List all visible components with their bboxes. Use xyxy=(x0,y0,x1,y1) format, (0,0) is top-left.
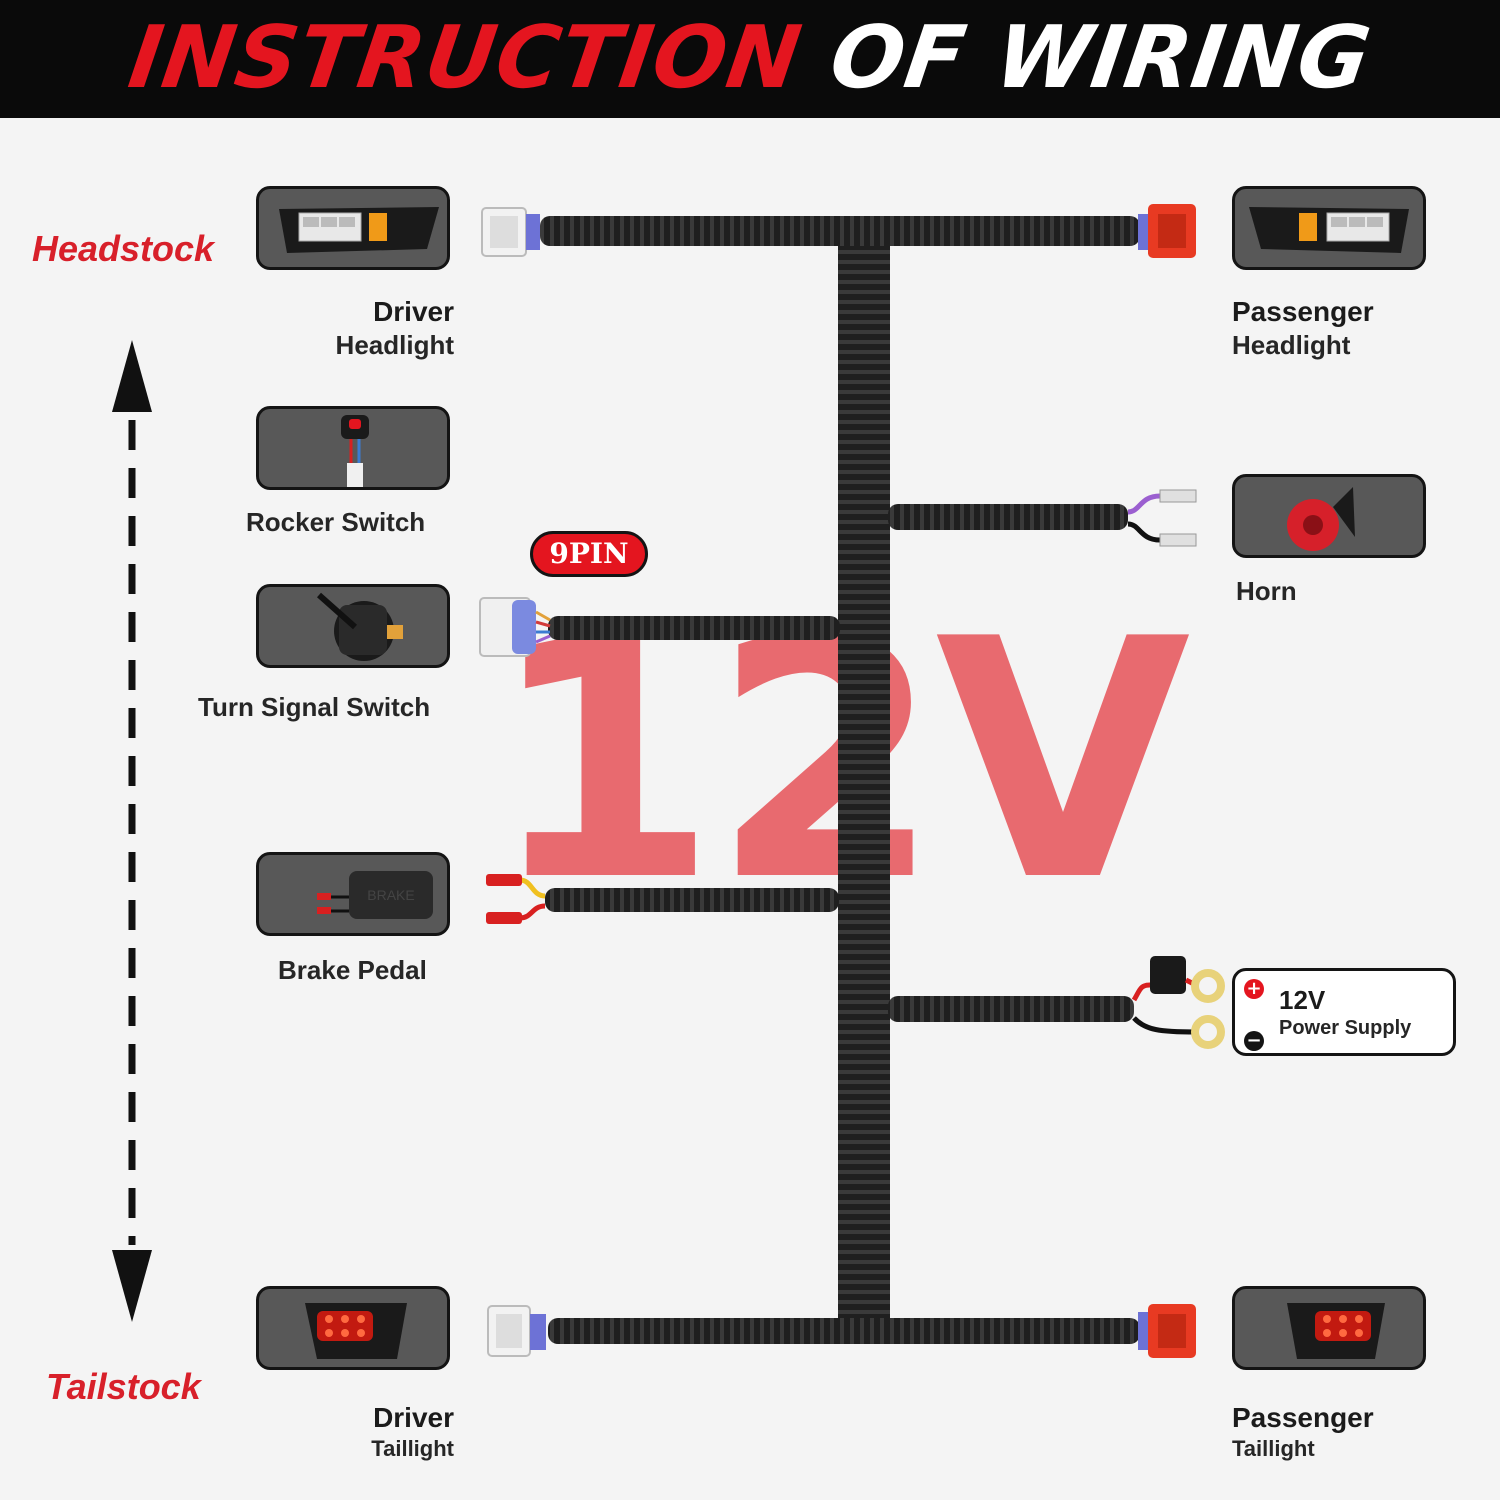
direction-arrow xyxy=(112,340,152,1322)
turn-signal-switch-label: Turn Signal Switch xyxy=(198,692,431,722)
white-connector-icon xyxy=(481,207,540,257)
power-branch xyxy=(888,996,1134,1022)
taillight-branch xyxy=(548,1318,1140,1344)
headlight-icon xyxy=(279,207,439,253)
turn-signal-switch-icon xyxy=(317,592,403,661)
white-connector-icon xyxy=(487,1305,546,1357)
passenger-taillight-box xyxy=(1232,1286,1426,1370)
plus-icon: + xyxy=(1244,979,1264,999)
headlight-icon xyxy=(1249,207,1409,253)
taillight-icon xyxy=(1287,1303,1385,1359)
driver-headlight-title: Driver xyxy=(373,296,454,327)
horn-icon xyxy=(1287,487,1355,551)
driver-taillight-subtitle: Taillight xyxy=(371,1436,454,1461)
brake-branch xyxy=(545,888,839,912)
power-supply-box: + 12V Power Supply − xyxy=(1232,968,1456,1056)
horn-box xyxy=(1232,474,1426,558)
passenger-headlight-title: Passenger xyxy=(1232,296,1374,327)
taillight-icon xyxy=(305,1303,407,1359)
passenger-taillight-subtitle: Taillight xyxy=(1232,1436,1315,1461)
power-supply-voltage: 12V xyxy=(1279,985,1326,1015)
power-supply-label: Power Supply xyxy=(1279,1017,1412,1039)
brake-box-text: BRAKE xyxy=(367,887,414,903)
brake-pedal-box: BRAKE xyxy=(256,852,450,936)
brake-pedal-label: Brake Pedal xyxy=(278,955,427,985)
driver-taillight-title: Driver xyxy=(373,1402,454,1433)
driver-headlight-subtitle: Headlight xyxy=(335,330,454,360)
tailstock-label: Tailstock xyxy=(46,1366,201,1407)
minus-icon: − xyxy=(1244,1031,1264,1051)
passenger-taillight-title: Passenger xyxy=(1232,1402,1374,1433)
headstock-label: Headstock xyxy=(32,228,215,269)
turn-signal-branch xyxy=(548,616,840,640)
rocker-switch-label: Rocker Switch xyxy=(246,507,426,537)
brake-leads-icon xyxy=(486,874,546,924)
turn-signal-switch-box xyxy=(256,584,450,668)
red-connector-icon xyxy=(1138,1304,1196,1358)
nine-pin-badge: 9PIN xyxy=(530,531,648,577)
nine-pin-connector-icon xyxy=(479,597,551,657)
rocker-switch-box xyxy=(256,406,450,490)
horn-branch xyxy=(888,504,1128,530)
header-bar: INSTRUCTION OF WIRING xyxy=(0,0,1500,118)
passenger-headlight-subtitle: Headlight xyxy=(1232,330,1351,360)
driver-taillight-box xyxy=(256,1286,450,1370)
red-connector-icon xyxy=(1138,204,1196,258)
headlight-branch xyxy=(540,216,1140,246)
main-loom-trunk xyxy=(838,222,890,1342)
horn-label: Horn xyxy=(1236,576,1297,606)
passenger-headlight-box xyxy=(1232,186,1426,270)
fuse-holder-icon xyxy=(1131,956,1225,1049)
driver-headlight-box xyxy=(256,186,450,270)
rocker-switch-icon xyxy=(341,415,369,487)
horn-leads-icon xyxy=(1127,489,1197,547)
brake-sensor-icon: BRAKE xyxy=(317,871,433,919)
